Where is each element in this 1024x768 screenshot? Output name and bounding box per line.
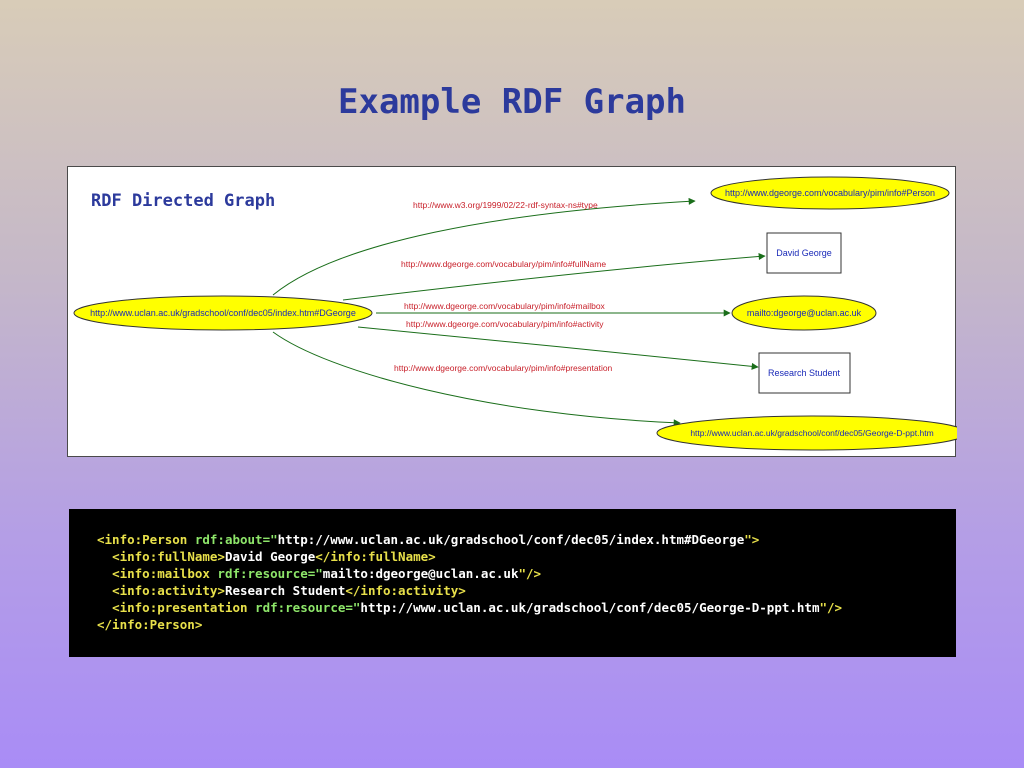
node-fullname <box>766 232 842 274</box>
rdf-graph-canvas: http://www.w3.org/1999/02/22-rdf-syntax-… <box>73 176 957 451</box>
edge-presentation <box>272 331 681 427</box>
edge-label-mailbox: http://www.dgeorge.com/vocabulary/pim/in… <box>404 301 606 311</box>
edge-type <box>272 197 696 296</box>
node-activity <box>758 352 851 394</box>
node-presentation-label: http://www.uclan.ac.uk/gradschool/conf/d… <box>690 428 933 438</box>
node-presentation <box>656 415 957 451</box>
code-line-1: <info:Person rdf:about="http://www.uclan… <box>97 532 760 547</box>
rdf-xml-code-block: <info:Person rdf:about="http://www.uclan… <box>69 509 956 657</box>
node-fullname-label: David George <box>776 248 832 258</box>
node-person <box>710 176 950 210</box>
rdf-graph-panel: http://www.w3.org/1999/02/22-rdf-syntax-… <box>67 166 957 457</box>
node-mailbox-label: mailto:dgeorge@uclan.ac.uk <box>747 308 862 318</box>
edge-label-fullname: http://www.dgeorge.com/vocabulary/pim/in… <box>401 259 606 269</box>
edge-activity <box>357 326 759 370</box>
code-line-6: </info:Person> <box>97 617 203 632</box>
node-mailbox <box>731 295 877 331</box>
subject-node <box>73 295 373 331</box>
edge-label-presentation: http://www.dgeorge.com/vocabulary/pim/in… <box>394 363 613 373</box>
code-line-4: <info:activity>Research Student</info:ac… <box>112 583 466 598</box>
node-person-label: http://www.dgeorge.com/vocabulary/pim/in… <box>725 188 935 198</box>
edge-label-type: http://www.w3.org/1999/02/22-rdf-syntax-… <box>413 200 598 210</box>
graph-heading: RDF Directed Graph <box>91 191 276 211</box>
slide-title: Example RDF Graph <box>338 82 686 122</box>
subject-node-label: http://www.uclan.ac.uk/gradschool/conf/d… <box>90 308 356 318</box>
edge-fullname <box>342 253 766 301</box>
edge-label-activity: http://www.dgeorge.com/vocabulary/pim/in… <box>406 319 604 329</box>
node-activity-label: Research Student <box>768 368 841 378</box>
code-line-3: <info:mailbox rdf:resource="mailto:dgeor… <box>112 566 542 581</box>
code-line-2: <info:fullName>David George</info:fullNa… <box>112 549 436 564</box>
code-line-5: <info:presentation rdf:resource="http://… <box>112 600 843 615</box>
